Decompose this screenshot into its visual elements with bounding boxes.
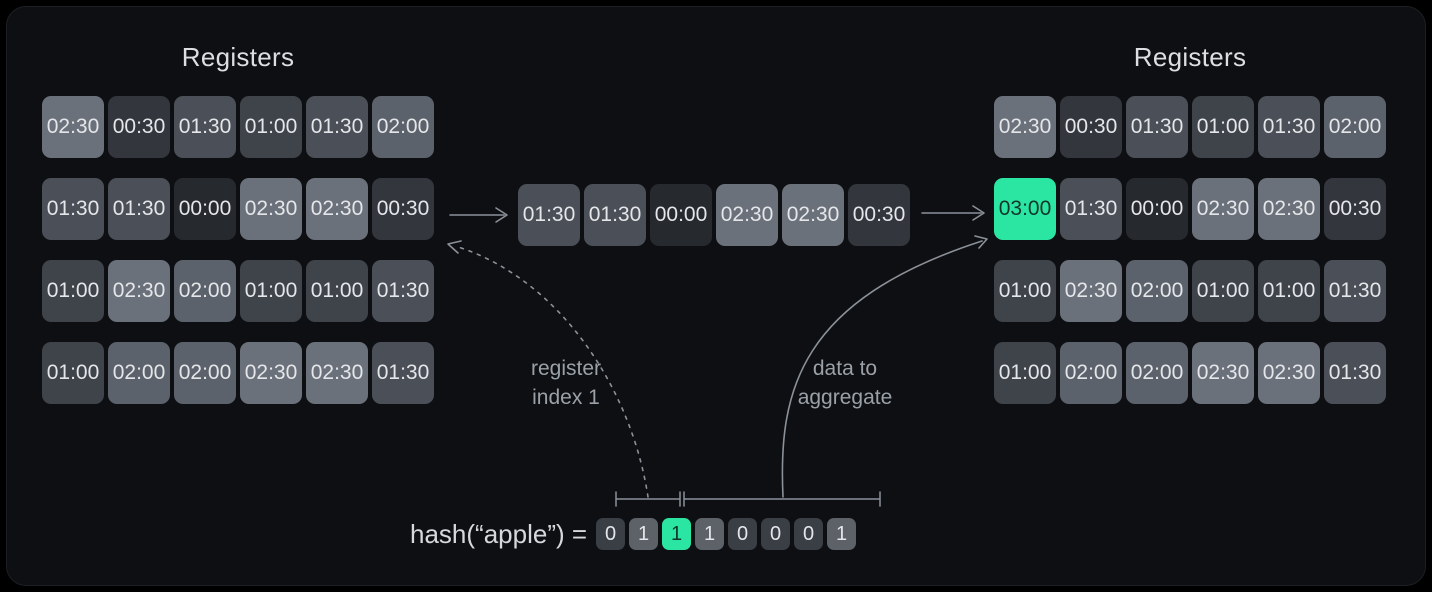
register-cell: 01:30 [1060,178,1122,240]
register-cell: 01:00 [1192,96,1254,158]
register-cell: 01:00 [994,260,1056,322]
register-cell: 00:00 [650,184,712,246]
right-registers-title: Registers [1133,42,1247,72]
register-cell: 00:30 [1060,96,1122,158]
register-cell: 02:00 [372,96,434,158]
register-cell: 02:30 [1192,342,1254,404]
hash-bit: 0 [596,518,626,550]
data-aggregate-label-line2: aggregate [797,386,893,409]
register-cell: 01:00 [240,260,302,322]
hash-bit: 0 [728,518,758,550]
register-cell: 02:30 [306,178,368,240]
register-cell: 02:00 [1126,342,1188,404]
register-index-label-line2: index 1 [532,386,600,409]
register-cell: 02:30 [1258,342,1320,404]
register-cell: 01:00 [306,260,368,322]
register-cell: 00:30 [1324,178,1386,240]
register-cell: 01:30 [108,178,170,240]
register-cell: 00:30 [108,96,170,158]
register-cell: 01:00 [1258,260,1320,322]
register-cell: 01:30 [372,342,434,404]
register-cell: 01:30 [372,260,434,322]
register-cell: 01:30 [42,178,104,240]
register-cell: 01:30 [1324,342,1386,404]
register-cell: 02:30 [1258,178,1320,240]
register-cell: 02:30 [42,96,104,158]
register-cell: 02:30 [1192,178,1254,240]
register-cell: 02:30 [240,342,302,404]
register-cell: 01:00 [994,342,1056,404]
register-cell: 01:30 [1126,96,1188,158]
left-registers-title: Registers [181,42,295,72]
register-cell: 02:30 [994,96,1056,158]
register-cell: 01:00 [240,96,302,158]
register-cell: 02:30 [306,342,368,404]
register-cell: 02:00 [108,342,170,404]
register-cell: 01:30 [584,184,646,246]
data-aggregate-label-line1: data to [812,357,878,380]
register-cell: 00:00 [1126,178,1188,240]
register-cell: 02:30 [782,184,844,246]
register-cell: 00:00 [174,178,236,240]
register-cell: 02:30 [716,184,778,246]
register-cell: 02:00 [1126,260,1188,322]
register-cell: 01:30 [1258,96,1320,158]
register-cell: 00:30 [848,184,910,246]
register-cell: 01:30 [174,96,236,158]
register-cell: 02:00 [1324,96,1386,158]
register-cell: 02:30 [1060,260,1122,322]
hash-bit: 0 [761,518,791,550]
highlighted-register-cell: 03:00 [994,178,1056,240]
hash-label: hash(“apple”) = [410,518,588,549]
hash-bit: 1 [629,518,659,550]
hash-bit: 1 [827,518,857,550]
register-index-label: register index 1 [531,354,601,412]
register-cell: 01:00 [42,260,104,322]
register-cell: 02:00 [174,342,236,404]
hash-bit: 1 [695,518,725,550]
register-cell: 01:30 [306,96,368,158]
register-cell: 02:00 [1060,342,1122,404]
data-aggregate-label: data to aggregate [798,354,893,412]
register-cell: 01:00 [42,342,104,404]
register-cell: 02:00 [174,260,236,322]
register-cell: 01:00 [1192,260,1254,322]
register-cell: 00:30 [372,178,434,240]
highlighted-hash-bit: 1 [662,518,692,550]
hash-bit: 0 [794,518,824,550]
register-cell: 02:30 [240,178,302,240]
register-cell: 01:30 [518,184,580,246]
register-cell: 01:30 [1324,260,1386,322]
register-index-label-line1: register [530,357,602,380]
register-cell: 02:30 [108,260,170,322]
